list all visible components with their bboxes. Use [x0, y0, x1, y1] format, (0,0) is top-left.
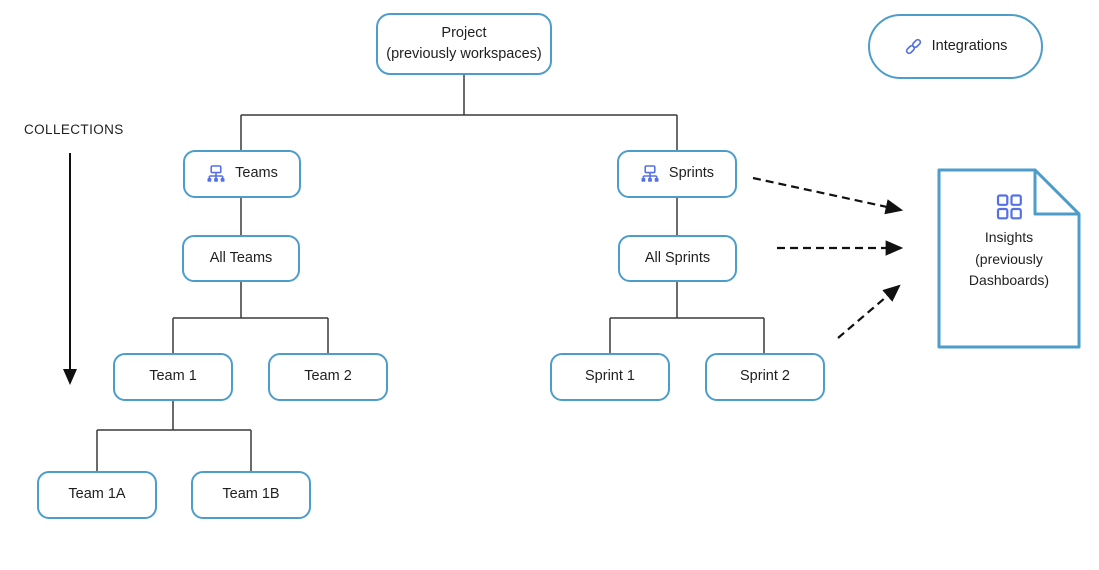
tree-connector-allteams-children — [172, 282, 329, 353]
dashed-arrow-sprints-to-insights — [752, 176, 904, 215]
dashboard-grid-icon — [996, 194, 1023, 220]
document-fold-corner — [1033, 168, 1081, 216]
collections-label: COLLECTIONS — [24, 122, 124, 137]
node-teams: Teams — [183, 150, 301, 198]
node-team-1: Team 1 — [113, 353, 233, 401]
node-label: Team 2 — [304, 368, 352, 385]
node-integrations: Integrations — [868, 14, 1043, 79]
node-team-1b: Team 1B — [191, 471, 311, 519]
insights-label-line: Insights — [984, 229, 1034, 245]
org-chart-icon — [206, 164, 226, 184]
node-label: Team 1 — [149, 368, 197, 385]
node-label: Team 1B — [222, 486, 280, 503]
node-label: Sprint 2 — [740, 368, 790, 385]
node-insights: Insights (previously Dashboards) — [939, 194, 1079, 292]
node-label: All Sprints — [644, 249, 711, 266]
node-label: Team 1A — [68, 486, 126, 503]
node-label: Project — [441, 24, 487, 41]
node-label: (previously workspaces) — [386, 46, 542, 62]
node-team-1a: Team 1A — [37, 471, 157, 519]
node-label: Insights (previously Dashboards) — [969, 227, 1049, 292]
node-label: Sprints — [668, 165, 715, 182]
tree-connector-project-children — [240, 75, 678, 150]
node-label: Sprint 1 — [585, 368, 635, 385]
node-label: Teams — [235, 165, 278, 182]
node-all-sprints: All Sprints — [618, 235, 737, 282]
node-all-teams: All Teams — [182, 235, 300, 282]
node-sprint-1: Sprint 1 — [550, 353, 670, 401]
dashed-arrow-lower-to-insights — [837, 284, 901, 339]
node-project: Project (previously workspaces) — [376, 13, 552, 75]
link-icon — [904, 37, 923, 56]
tree-connector-team1-children — [96, 401, 252, 471]
insights-label-line: Dashboards) — [968, 272, 1050, 289]
insights-label-line: (previously — [975, 250, 1043, 267]
org-chart-icon — [640, 164, 660, 184]
node-label: Integrations — [931, 37, 1008, 54]
node-sprints: Sprints — [617, 150, 737, 198]
node-team-2: Team 2 — [268, 353, 388, 401]
node-sprint-2: Sprint 2 — [705, 353, 825, 401]
tree-connector-allsprints-children — [609, 282, 765, 353]
node-label: All Teams — [209, 249, 273, 266]
